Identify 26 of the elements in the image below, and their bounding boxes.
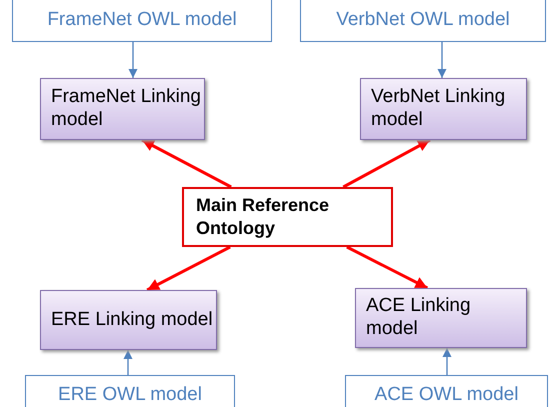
arrow bbox=[146, 246, 231, 292]
box-label: FrameNet OWL model bbox=[47, 9, 237, 31]
arrow bbox=[438, 42, 446, 78]
arrow bbox=[141, 138, 232, 188]
arrow bbox=[442, 348, 452, 375]
box-label: VerbNet Linking model bbox=[371, 86, 506, 132]
box-label: ACE Linking model bbox=[366, 295, 472, 341]
model-box bbox=[345, 375, 548, 407]
model-box bbox=[12, 0, 272, 42]
arrow bbox=[346, 246, 428, 290]
box-label: FrameNet Linking model bbox=[51, 86, 202, 132]
arrow bbox=[342, 138, 431, 188]
box-label: Main Reference Ontology bbox=[196, 194, 330, 240]
box-label: ACE OWL model bbox=[374, 384, 518, 406]
arrow bbox=[128, 42, 138, 78]
arrow bbox=[124, 350, 132, 375]
box-label: ERE Linking model bbox=[51, 308, 213, 332]
model-box bbox=[300, 0, 546, 42]
linking-model-box bbox=[360, 78, 527, 140]
linking-model-box bbox=[355, 288, 527, 348]
linking-model-box bbox=[40, 78, 205, 140]
box-label: ERE OWL model bbox=[58, 384, 202, 406]
ontology-box bbox=[182, 187, 393, 247]
model-box bbox=[25, 375, 235, 407]
box-label: VerbNet OWL model bbox=[336, 9, 510, 31]
linking-model-box bbox=[40, 290, 217, 350]
